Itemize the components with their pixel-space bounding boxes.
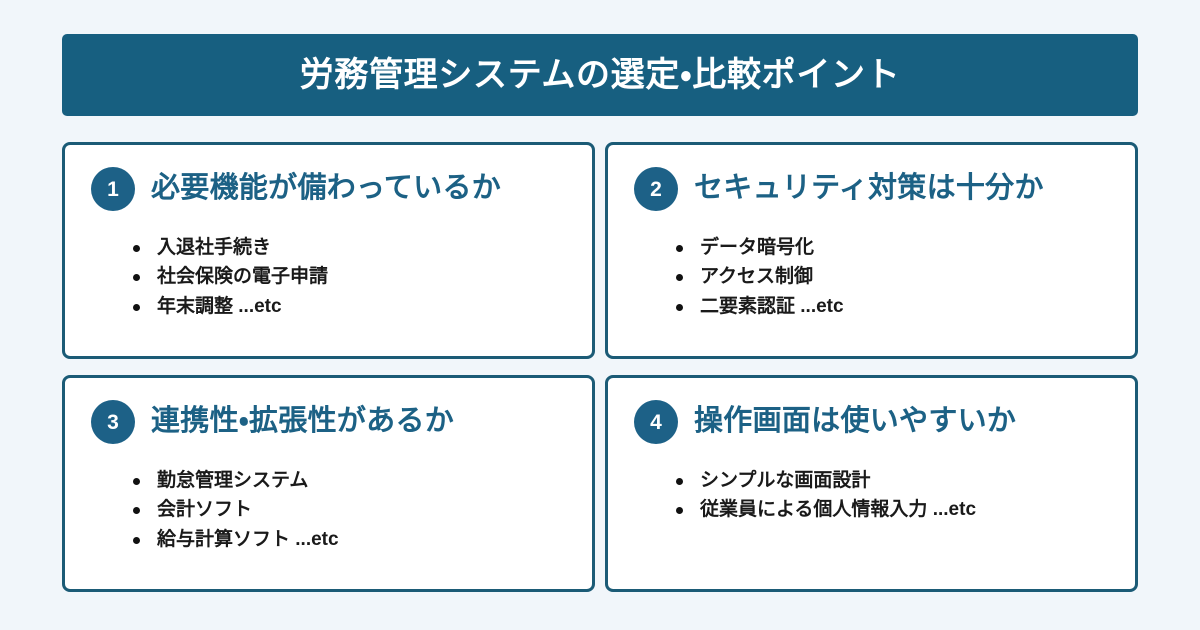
card-3: 3 連携性・拡張性があるか 勤怠管理システム 会計ソフト 給与計算ソフト ...… — [62, 375, 595, 592]
list-item: 従業員による個人情報入力 ...etc — [676, 495, 1109, 524]
list-item: データ暗号化 — [676, 233, 1109, 262]
card-3-header: 3 連携性・拡張性があるか — [91, 400, 566, 444]
list-item: シンプルな画面設計 — [676, 466, 1109, 495]
card-4-title: 操作画面は使いやすいか — [694, 405, 1017, 438]
card-1-list: 入退社手続き 社会保険の電子申請 年末調整 ...etc — [91, 233, 566, 338]
card-1: 1 必要機能が備わっているか 入退社手続き 社会保険の電子申請 年末調整 ...… — [62, 142, 595, 359]
card-2: 2 セキュリティ対策は十分か データ暗号化 アクセス制御 二要素認証 ...et… — [605, 142, 1138, 359]
card-4-number-badge: 4 — [634, 400, 678, 444]
card-grid: 1 必要機能が備わっているか 入退社手続き 社会保険の電子申請 年末調整 ...… — [62, 142, 1138, 592]
card-3-title: 連携性・拡張性があるか — [151, 405, 455, 438]
card-1-header: 1 必要機能が備わっているか — [91, 167, 566, 211]
list-item: 二要素認証 ...etc — [676, 292, 1109, 321]
card-3-list: 勤怠管理システム 会計ソフト 給与計算ソフト ...etc — [91, 466, 566, 571]
card-2-number-badge: 2 — [634, 167, 678, 211]
card-4-header: 4 操作画面は使いやすいか — [634, 400, 1109, 444]
list-item: 勤怠管理システム — [133, 466, 566, 495]
card-4: 4 操作画面は使いやすいか シンプルな画面設計 従業員による個人情報入力 ...… — [605, 375, 1138, 592]
header-banner: 労務管理システムの選定・比較ポイント — [62, 34, 1138, 116]
list-item: 会計ソフト — [133, 495, 566, 524]
card-1-number-badge: 1 — [91, 167, 135, 211]
card-2-list: データ暗号化 アクセス制御 二要素認証 ...etc — [634, 233, 1109, 338]
card-2-title: セキュリティ対策は十分か — [694, 172, 1044, 205]
list-item: 社会保険の電子申請 — [133, 262, 566, 291]
card-2-header: 2 セキュリティ対策は十分か — [634, 167, 1109, 211]
card-1-title: 必要機能が備わっているか — [151, 172, 502, 205]
list-item: 入退社手続き — [133, 233, 566, 262]
card-4-list: シンプルな画面設計 従業員による個人情報入力 ...etc — [634, 466, 1109, 571]
card-3-number-badge: 3 — [91, 400, 135, 444]
list-item: 年末調整 ...etc — [133, 292, 566, 321]
page-title: 労務管理システムの選定・比較ポイント — [299, 56, 901, 94]
list-item: アクセス制御 — [676, 262, 1109, 291]
list-item: 給与計算ソフト ...etc — [133, 525, 566, 554]
